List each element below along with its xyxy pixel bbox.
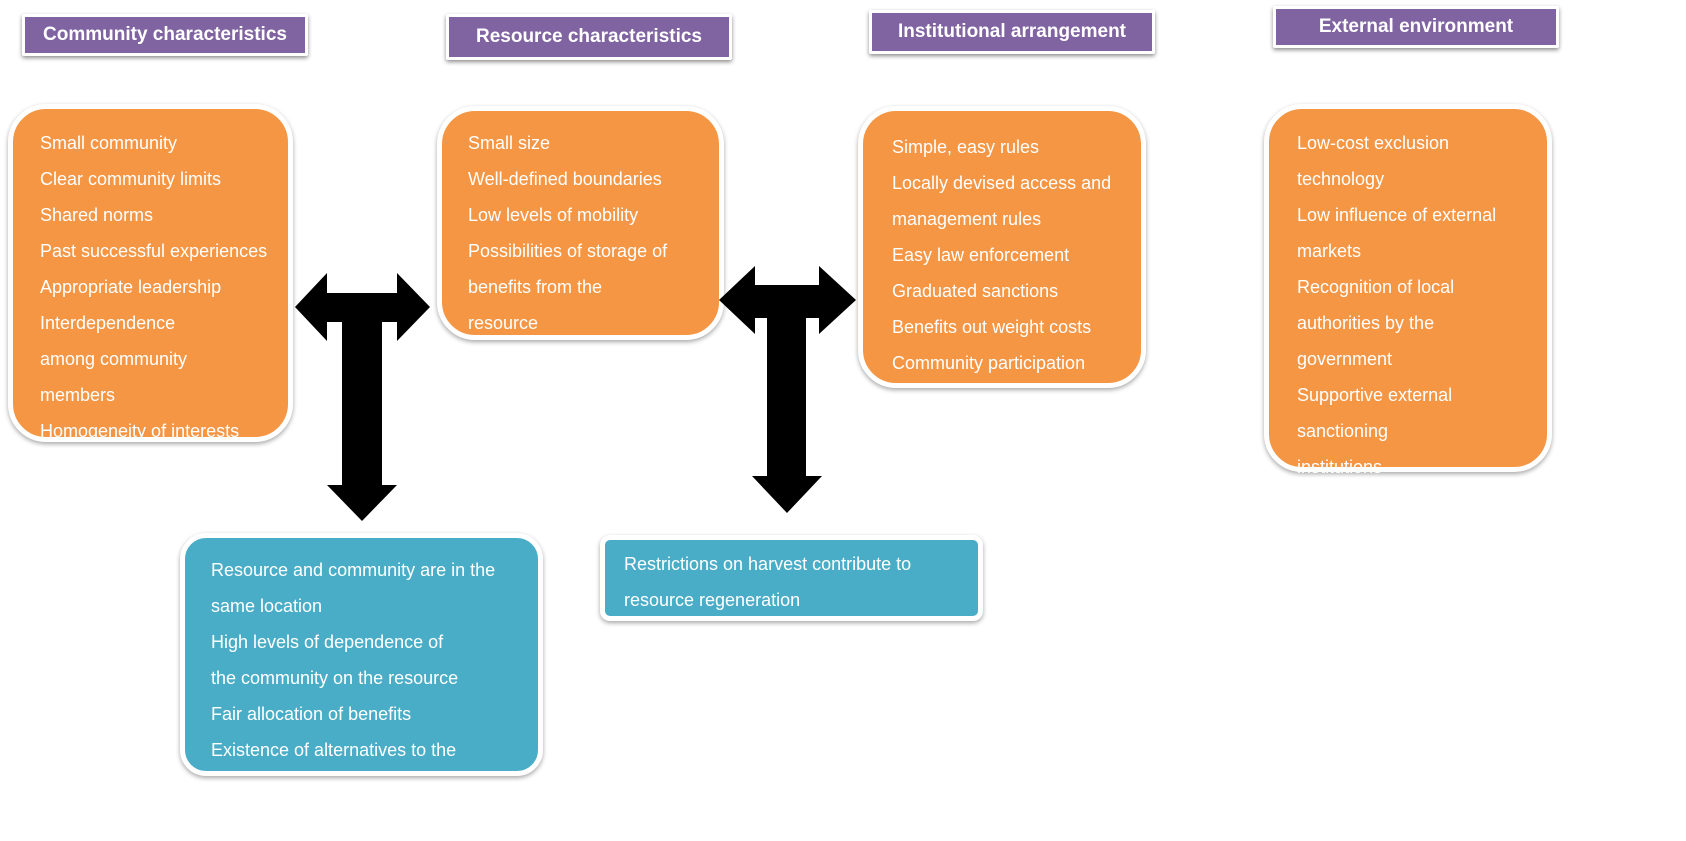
list-item: Low-cost exclusion technology [1297, 133, 1450, 189]
list-item: Easy law enforcement [892, 245, 1070, 265]
header-resource-characteristics: Resource characteristics [446, 14, 732, 60]
list-item: Restrictions on harvest contribute to re… [624, 554, 912, 610]
list-item: High levels of dependence of the communi… [211, 632, 459, 688]
list-item: Appropriate leadership [40, 277, 222, 297]
list-item: Benefits out weight costs [892, 317, 1092, 337]
list-item: Governance [1297, 565, 1396, 585]
list-item: Recognition of local authorities by the … [1297, 277, 1455, 369]
header-community-characteristics: Community characteristics [22, 14, 308, 56]
header-institutional-arrangement: Institutional arrangement [869, 10, 1155, 54]
list-item: Low levels of mobility [468, 205, 639, 225]
list-item: Existence of alternatives to the resourc… [211, 740, 457, 796]
resource-characteristics-box: Small size Well-defined boundaries Low l… [437, 106, 724, 369]
list-item: Homogeneity of interests [40, 421, 240, 441]
list-item: Small community [40, 133, 178, 153]
list-item: Simple, easy rules [892, 137, 1040, 157]
list-item: Clear community limits [40, 169, 222, 189]
list-item: Graduated sanctions [892, 281, 1059, 301]
list-item: External compensation for conservation e… [1297, 493, 1507, 549]
list-item: Predictability [468, 349, 571, 369]
list-item: Fair allocation of benefits [211, 704, 412, 724]
list-item: Resource and community are in the same l… [211, 560, 496, 616]
t-arrow-left-icon [295, 273, 430, 521]
list-item: Supportive external sanctioning institut… [1297, 385, 1453, 477]
list-item: Low levels of poverty [40, 457, 209, 477]
list-item: Shared norms [40, 205, 154, 225]
list-item: Locally devised access and management ru… [892, 173, 1112, 229]
institutional-arrangement-box: Simple, easy rules Locally devised acces… [858, 106, 1146, 388]
list-item: Low influence of external markets [1297, 205, 1497, 261]
list-item: Past successful experiences [40, 241, 268, 261]
list-item: Small size [468, 133, 551, 153]
list-item: Community participation [892, 353, 1086, 373]
list-item: Possibilities of storage of benefits fro… [468, 241, 668, 333]
list-item: Interdependence among community members [40, 313, 188, 405]
header-external-environment: External environment [1273, 6, 1559, 48]
t-arrow-right-icon [719, 266, 856, 513]
community-characteristics-box: Small community Clear community limits S… [8, 104, 293, 477]
resource-institution-interaction-box: Restrictions on harvest contribute to re… [600, 535, 983, 621]
list-item: Well-defined boundaries [468, 169, 662, 189]
external-environment-box: Low-cost exclusion technology Low influe… [1264, 104, 1552, 585]
community-resource-interaction-box: Resource and community are in the same l… [180, 533, 543, 796]
